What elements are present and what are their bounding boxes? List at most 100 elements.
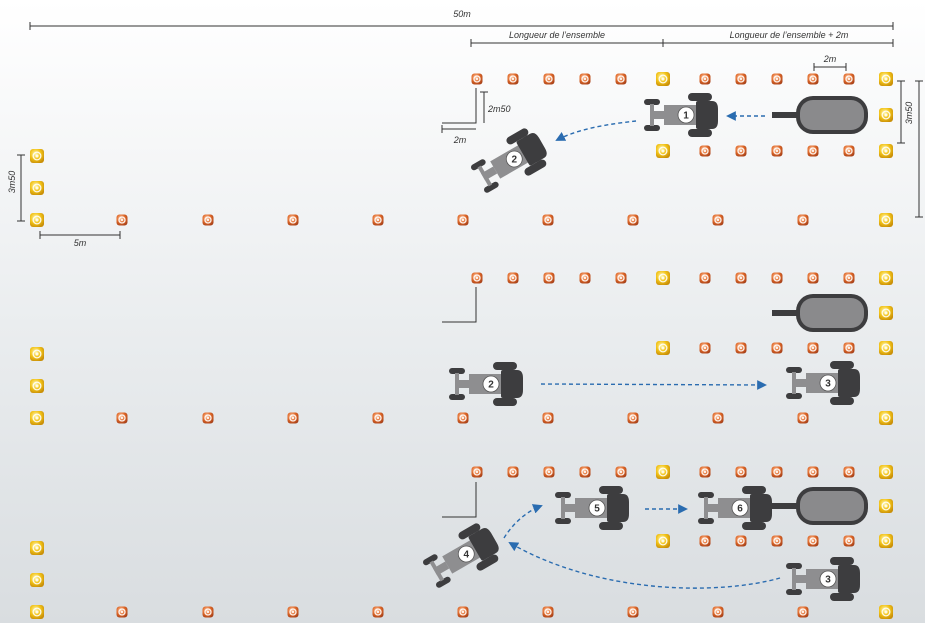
cone-yellow — [30, 541, 44, 555]
tractor-number: 5 — [594, 504, 600, 515]
cone-yellow — [30, 573, 44, 587]
cone-orange — [797, 606, 809, 618]
cone-orange — [735, 466, 747, 478]
cone-yellow — [30, 379, 44, 393]
cone-orange — [287, 214, 299, 226]
cone-orange — [542, 214, 554, 226]
cone-orange — [202, 214, 214, 226]
tractor-6: 6 — [698, 486, 772, 530]
cone-orange — [471, 73, 483, 85]
cone-orange — [735, 272, 747, 284]
cone-yellow — [656, 72, 670, 86]
cone-yellow — [30, 411, 44, 425]
cone-orange — [699, 272, 711, 284]
cone-orange — [735, 145, 747, 157]
cone-orange — [699, 342, 711, 354]
gap-2m-top-label: 2m — [823, 54, 837, 64]
lane-3m50-left-label: 3m50 — [7, 171, 17, 194]
tractor-1: 1 — [644, 93, 718, 137]
cone-orange — [615, 73, 627, 85]
cone-yellow — [30, 605, 44, 619]
corner-marker-2 — [442, 287, 477, 323]
cone-yellow — [879, 605, 893, 619]
cone-orange — [457, 412, 469, 424]
assembly-length-label: Longueur de l’ensemble — [509, 30, 605, 40]
gap-2m-left-label: 2m — [453, 135, 467, 145]
cone-orange — [843, 342, 855, 354]
cone-orange — [615, 466, 627, 478]
cone-orange — [735, 342, 747, 354]
cone-orange — [771, 535, 783, 547]
cone-orange — [627, 214, 639, 226]
cone-orange — [542, 606, 554, 618]
cone-orange — [807, 272, 819, 284]
cone-yellow — [30, 181, 44, 195]
dimension-2m-top — [813, 63, 847, 71]
cone-orange — [202, 606, 214, 618]
cone-orange — [287, 412, 299, 424]
tractor-5: 5 — [555, 486, 629, 530]
cone-orange — [797, 412, 809, 424]
cone-yellow — [879, 465, 893, 479]
cone-orange — [843, 466, 855, 478]
cone-yellow — [879, 72, 893, 86]
cone-orange — [543, 272, 555, 284]
cone-orange — [735, 73, 747, 85]
cone-orange — [543, 466, 555, 478]
cone-orange — [507, 272, 519, 284]
cone-orange — [507, 466, 519, 478]
tractor-2: 2 — [449, 362, 523, 406]
cone-orange — [771, 342, 783, 354]
cone-yellow — [656, 534, 670, 548]
cone-orange — [712, 412, 724, 424]
cone-yellow — [879, 499, 893, 513]
cone-yellow — [879, 213, 893, 227]
cone-orange — [771, 466, 783, 478]
arrow-2-to-3 — [540, 380, 767, 390]
cone-orange — [543, 73, 555, 85]
cone-yellow — [656, 144, 670, 158]
cone-orange — [712, 606, 724, 618]
tractor-number: 2 — [511, 155, 517, 166]
cone-orange — [202, 412, 214, 424]
corner-marker-3 — [442, 482, 477, 518]
dimension-lane-left — [17, 154, 25, 222]
cone-yellow — [879, 271, 893, 285]
cone-orange — [843, 535, 855, 547]
cone-orange — [615, 272, 627, 284]
cone-orange — [807, 145, 819, 157]
dimension-assembly-length — [470, 39, 894, 47]
cone-orange — [627, 606, 639, 618]
cone-yellow — [879, 534, 893, 548]
cone-orange — [699, 73, 711, 85]
cone-orange — [699, 466, 711, 478]
cone-yellow — [30, 149, 44, 163]
tractor-3: 3 — [786, 361, 860, 405]
trailer — [772, 487, 868, 525]
dimension-corner — [441, 88, 488, 133]
arrow-1-to-2 — [555, 120, 637, 141]
cone-orange — [843, 145, 855, 157]
cone-yellow — [879, 306, 893, 320]
tractor-number: 6 — [737, 504, 743, 515]
tractor-4: 4 — [422, 523, 499, 588]
cone-orange — [771, 73, 783, 85]
cone-orange — [797, 214, 809, 226]
cone-orange — [771, 145, 783, 157]
cone-orange — [116, 606, 128, 618]
cone-yellow — [656, 465, 670, 479]
cone-layer — [30, 72, 893, 619]
cone-orange — [579, 73, 591, 85]
cone-yellow — [879, 108, 893, 122]
trailer — [772, 96, 868, 134]
cone-orange — [807, 73, 819, 85]
cone-yellow — [656, 271, 670, 285]
cone-orange — [507, 73, 519, 85]
cone-orange — [627, 412, 639, 424]
tractor-number: 1 — [683, 111, 689, 122]
cone-orange — [372, 412, 384, 424]
cone-orange — [287, 606, 299, 618]
cone-yellow — [879, 341, 893, 355]
tractor-number: 3 — [825, 575, 831, 586]
cone-orange — [699, 535, 711, 547]
